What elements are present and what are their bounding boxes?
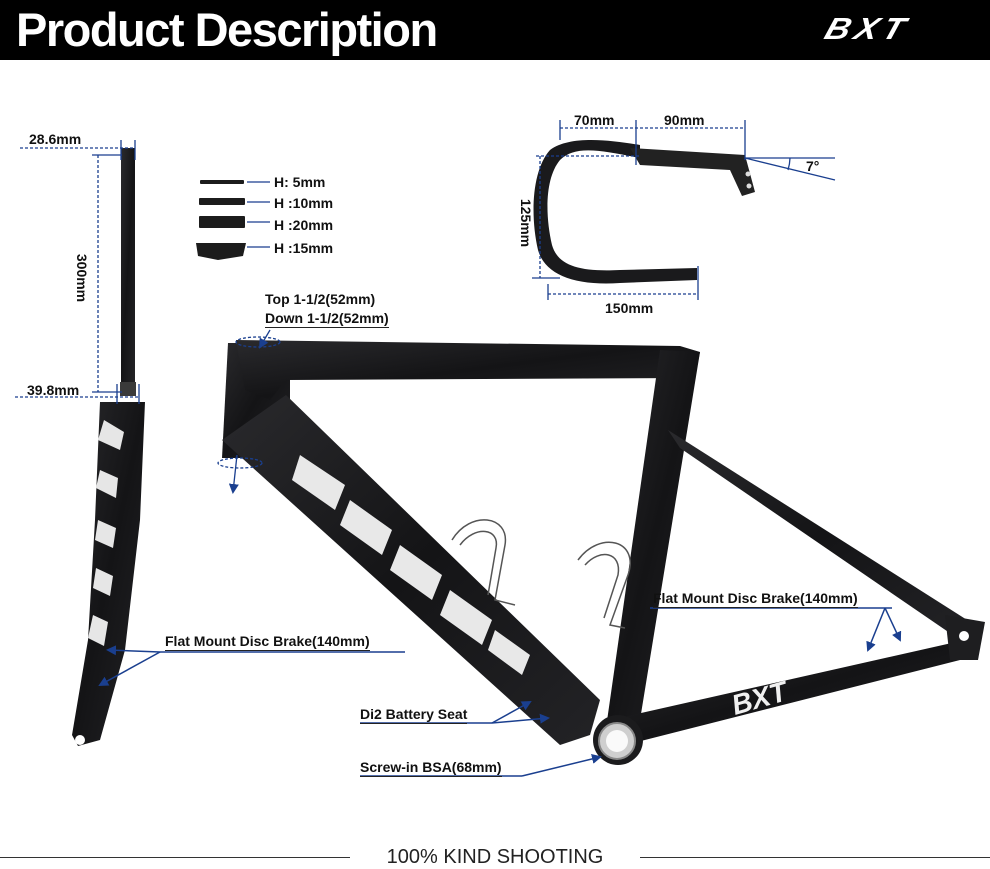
di2-label: Di2 Battery Seat (360, 706, 468, 724)
bb-label: Screw-in BSA(68mm) (360, 759, 502, 777)
fork-bottom-diameter-label: 39.8mm (27, 382, 80, 398)
spacer-20mm (199, 216, 245, 228)
fork-dropout-hole (75, 735, 85, 745)
bike-frame: BXT (222, 340, 985, 765)
handlebar-reach-label: 70mm (574, 112, 615, 128)
headset-spacers (196, 180, 246, 260)
fork-steerer (121, 148, 135, 384)
handlebar-angle-label: 7° (806, 158, 820, 174)
headset-down-label: Down 1-1/2(52mm) (265, 310, 389, 328)
fork-crown-race (120, 382, 136, 396)
bottle-cages (451, 519, 631, 629)
seat-tube (605, 350, 700, 735)
handlebar-width-label: 150mm (605, 300, 654, 316)
header-bar: Product Description BXT (0, 0, 990, 60)
chain-stay (610, 640, 965, 745)
page-title: Product Description (16, 3, 438, 56)
chain-stay-logo: BXT (728, 675, 793, 721)
spacer-label-20mm: H :20mm (274, 217, 334, 233)
down-tube-logo (292, 455, 530, 675)
spacer-label-10mm: H :10mm (274, 195, 334, 211)
footer-line-right (640, 857, 990, 858)
spacer-label-5mm: H: 5mm (274, 174, 326, 190)
stem (630, 148, 755, 196)
fork-top-diameter-label: 28.6mm (29, 131, 82, 147)
footer-caption: 100% KIND SHOOTING (0, 845, 990, 869)
spacer-15mm (196, 243, 246, 260)
fork-graphics (88, 420, 124, 646)
spacer-5mm (200, 180, 244, 184)
fork-dimensions (15, 140, 140, 404)
spacer-label-15mm: H :15mm (274, 240, 334, 256)
headset-top-label: Top 1-1/2(52mm) (265, 291, 376, 307)
fork-length-label: 300mm (74, 253, 91, 303)
handlebar-drop-label: 125mm (518, 198, 535, 248)
handlebar-stem-label: 90mm (664, 112, 705, 128)
fork (72, 148, 145, 746)
headset-markers (217, 329, 281, 494)
handlebar (533, 140, 755, 284)
spacer-leaders (247, 181, 270, 248)
fork-brake-label: Flat Mount Disc Brake(140mm) (165, 633, 370, 651)
footer-line-left (0, 857, 350, 858)
spacer-10mm (199, 198, 245, 205)
handlebar-dimensions (532, 120, 836, 300)
footer-text: 100% KIND SHOOTING (372, 846, 618, 868)
top-tube (236, 340, 700, 400)
handlebar-drop (533, 140, 697, 284)
rear-brake-label: Flat Mount Disc Brake(140mm) (653, 590, 858, 608)
seat-stay (668, 430, 975, 640)
